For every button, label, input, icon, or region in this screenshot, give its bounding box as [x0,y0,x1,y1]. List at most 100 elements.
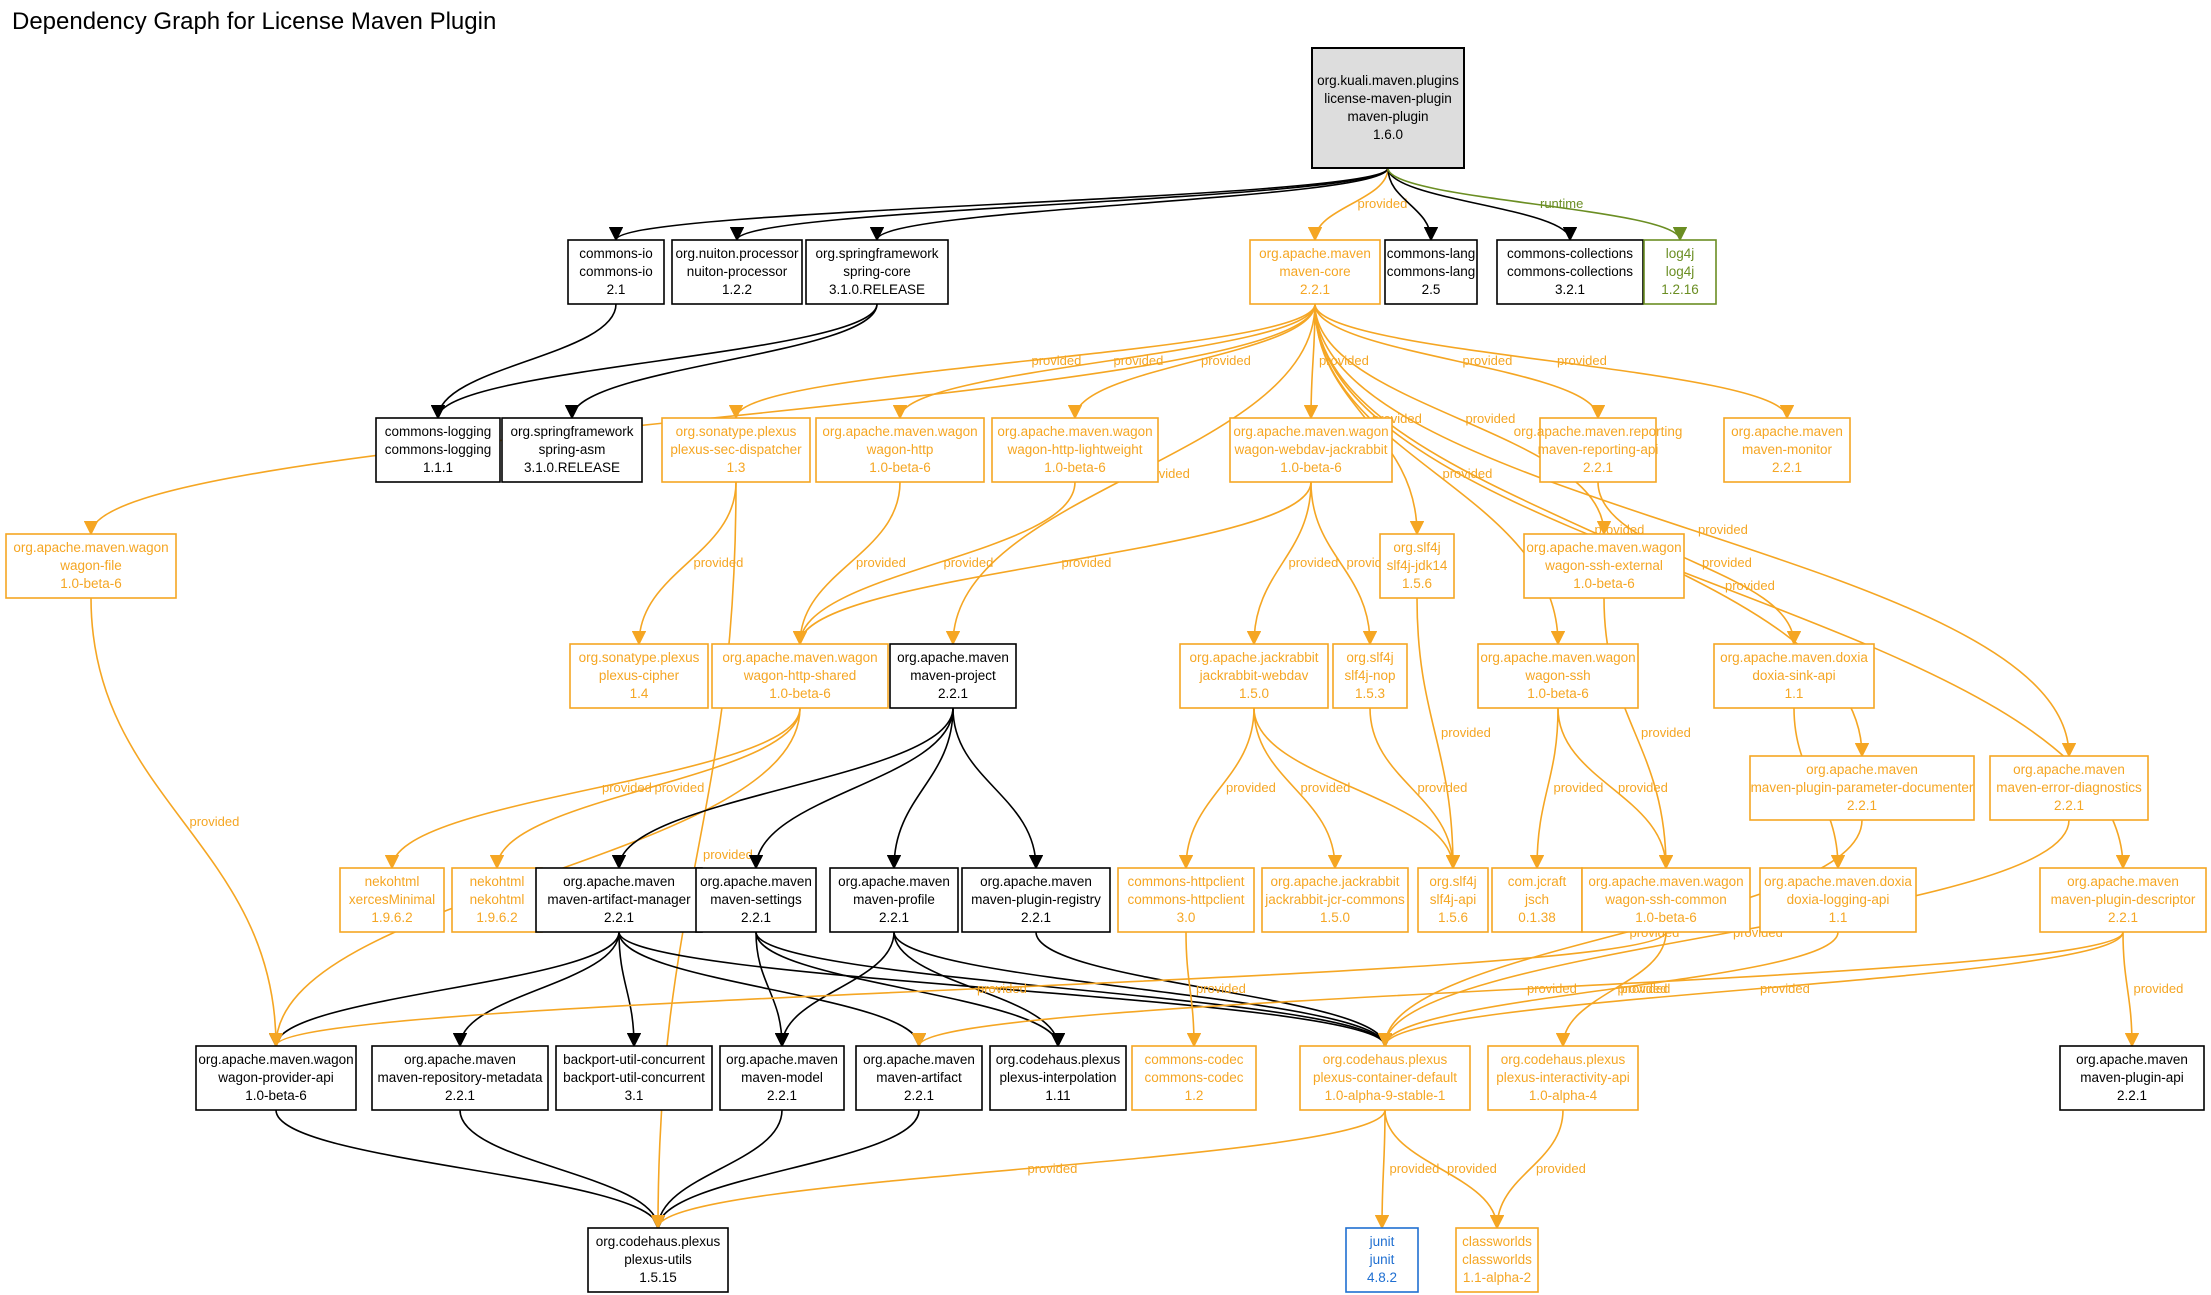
node-box-junit [1345,1227,1419,1293]
edge-maven-artifact-manager-to-maven-repository-metadata [452,931,620,1048]
node-box-wagon-ssh [1477,643,1639,709]
node-jackrabbit-webdav-line-2: 1.5.0 [1239,686,1269,701]
node-maven-profile-line-0: org.apache.maven [838,874,950,889]
node-commons-collections[interactable]: commons-collectionscommons-collections3.… [1496,239,1644,305]
node-plexus-container-default[interactable]: org.codehaus.plexusplexus-container-defa… [1299,1045,1471,1111]
node-plexus-interactivity-api[interactable]: org.codehaus.plexusplexus-interactivity-… [1487,1045,1639,1111]
node-jackrabbit-webdav[interactable]: org.apache.jackrabbitjackrabbit-webdav1.… [1179,643,1329,709]
node-doxia-logging-api[interactable]: org.apache.maven.doxiadoxia-logging-api1… [1759,867,1917,933]
node-commons-codec-line-0: commons-codec [1144,1052,1243,1067]
node-wagon-ssh-line-2: 1.0-beta-6 [1527,686,1589,701]
node-maven-model-line-1: maven-model [741,1070,823,1085]
edge-label-wagon-ssh-common-to-wagon-provider-api: provided [977,981,1027,996]
edge-label-maven-core-to-maven-plugin-descriptor: provided [1725,578,1775,593]
node-maven-project-line-0: org.apache.maven [897,650,1009,665]
node-maven-profile-line-2: 2.2.1 [879,910,909,925]
node-nuiton-processor[interactable]: org.nuiton.processornuiton-processor1.2.… [671,239,803,305]
edge-label-maven-core-to-wagon-http-lightweight: provided [1201,353,1251,368]
node-spring-asm[interactable]: org.springframeworkspring-asm3.1.0.RELEA… [501,417,643,483]
node-wagon-webdav-jackrabbit[interactable]: org.apache.maven.wagonwagon-webdav-jackr… [1229,417,1393,483]
node-wagon-http[interactable]: org.apache.maven.wagonwagon-http1.0-beta… [815,417,985,483]
node-box-plugin-parameter-documenter [1749,755,1975,821]
node-maven-plugin-descriptor[interactable]: org.apache.mavenmaven-plugin-descriptor2… [2039,867,2207,933]
node-root[interactable]: org.kuali.maven.pluginslicense-maven-plu… [1311,47,1465,169]
edge-label-jackrabbit-webdav-to-jackrabbit-jcr-commons: provided [1301,780,1351,795]
node-jsch-line-2: 0.1.38 [1518,910,1556,925]
node-plexus-utils-line-1: plexus-utils [624,1252,692,1267]
node-wagon-ssh-external[interactable]: org.apache.maven.wagonwagon-ssh-external… [1523,533,1685,599]
node-spring-core[interactable]: org.springframeworkspring-core3.1.0.RELE… [805,239,949,305]
node-classworlds-line-0: classworlds [1462,1234,1532,1249]
node-box-jsch [1491,867,1583,933]
edge-label-wagon-http-to-wagon-http-shared: provided [856,555,906,570]
node-wagon-http-shared[interactable]: org.apache.maven.wagonwagon-http-shared1… [711,643,889,709]
edge-maven-project-to-maven-artifact-manager [611,707,954,870]
node-box-commons-io [567,239,665,305]
node-wagon-provider-api[interactable]: org.apache.maven.wagonwagon-provider-api… [195,1045,357,1111]
node-plexus-interpolation-line-0: org.codehaus.plexus [996,1052,1121,1067]
node-maven-core-line-1: maven-core [1279,264,1350,279]
node-maven-artifact-manager[interactable]: org.apache.mavenmaven-artifact-manager2.… [535,867,703,933]
node-box-slf4j-nop [1332,643,1408,709]
node-backport-util-concurrent[interactable]: backport-util-concurrentbackport-util-co… [555,1045,713,1111]
node-wagon-http-lightweight-line-1: wagon-http-lightweight [1006,442,1142,457]
node-plugin-parameter-documenter[interactable]: org.apache.mavenmaven-plugin-parameter-d… [1749,755,1975,821]
node-maven-plugin-registry[interactable]: org.apache.mavenmaven-plugin-registry2.2… [961,867,1111,933]
node-maven-monitor-line-1: maven-monitor [1742,442,1833,457]
node-plexus-sec-dispatcher[interactable]: org.sonatype.plexusplexus-sec-dispatcher… [661,417,811,483]
node-wagon-file-line-2: 1.0-beta-6 [60,576,122,591]
edge-wagon-ssh-to-jsch [1529,707,1559,870]
node-nekohtml-line-0: nekohtml [470,874,525,889]
node-box-maven-core [1249,239,1381,305]
node-plexus-interpolation[interactable]: org.codehaus.plexusplexus-interpolation1… [989,1045,1127,1111]
node-box-wagon-file [5,533,177,599]
edge-maven-error-diagnostics-to-plexus-container-default [1377,819,2070,1048]
node-wagon-http-lightweight[interactable]: org.apache.maven.wagonwagon-http-lightwe… [991,417,1159,483]
node-box-log4j [1643,239,1717,305]
node-wagon-ssh-common[interactable]: org.apache.maven.wagonwagon-ssh-common1.… [1581,867,1751,933]
node-box-wagon-ssh-common [1581,867,1751,933]
node-maven-repository-metadata[interactable]: org.apache.mavenmaven-repository-metadat… [371,1045,549,1111]
node-maven-artifact-manager-line-1: maven-artifact-manager [547,892,691,907]
node-commons-collections-line-2: 3.2.1 [1555,282,1585,297]
node-commons-logging-line-2: 1.1.1 [423,460,453,475]
node-wagon-file[interactable]: org.apache.maven.wagonwagon-file1.0-beta… [5,533,177,599]
edge-label-plexus-sec-dispatcher-to-plexus-utils: provided [703,847,753,862]
edge-wagon-http-shared-to-xercesMinimal [384,707,801,870]
edge-maven-core-to-wagon-http [892,303,1316,420]
node-jackrabbit-jcr-commons[interactable]: org.apache.jackrabbitjackrabbit-jcr-comm… [1261,867,1409,933]
edge-maven-settings-to-maven-model [755,931,790,1048]
edge-wagon-ssh-to-wagon-ssh-common [1557,707,1674,870]
node-wagon-ssh[interactable]: org.apache.maven.wagonwagon-ssh1.0-beta-… [1477,643,1639,709]
node-wagon-ssh-line-0: org.apache.maven.wagon [1480,650,1635,665]
node-maven-error-diagnostics[interactable]: org.apache.mavenmaven-error-diagnostics2… [1989,755,2149,821]
node-maven-reporting-api[interactable]: org.apache.maven.reportingmaven-reportin… [1514,417,1683,483]
node-wagon-ssh-external-line-1: wagon-ssh-external [1544,558,1663,573]
node-maven-project-line-2: 2.2.1 [938,686,968,701]
